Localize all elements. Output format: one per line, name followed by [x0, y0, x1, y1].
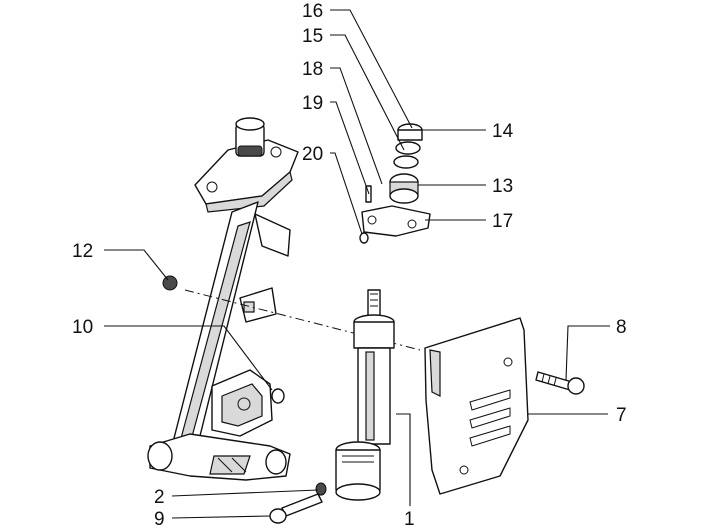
cover-bolt: [535, 371, 585, 395]
lower-fasteners: [269, 482, 327, 524]
callout-1: 1: [404, 509, 415, 530]
callout-17: 17: [492, 211, 513, 232]
leader-lines: [104, 9, 610, 519]
callout-19: 19: [302, 93, 323, 114]
side-cover-panel: [424, 317, 529, 495]
shock-absorber: [335, 289, 395, 501]
callout-12: 12: [72, 241, 93, 262]
assembly-axis-line: [184, 289, 421, 351]
callout-10: 10: [72, 317, 93, 338]
callout-7: 7: [616, 405, 627, 426]
steering-column-assembly: [147, 117, 299, 481]
callout-15: 15: [302, 26, 323, 47]
callout-16: 16: [302, 1, 323, 22]
callout-14: 14: [492, 121, 514, 142]
callout-2: 2: [154, 487, 165, 508]
callout-13: 13: [492, 176, 513, 197]
callout-9: 9: [154, 509, 165, 530]
callout-labels: 16 15 18 19 20 14 13 17 12 10 8 7 2 9 1: [72, 1, 627, 530]
callout-20: 20: [302, 144, 323, 165]
callout-18: 18: [302, 59, 323, 80]
callout-8: 8: [616, 317, 627, 338]
upper-mount-stack: [359, 123, 431, 244]
